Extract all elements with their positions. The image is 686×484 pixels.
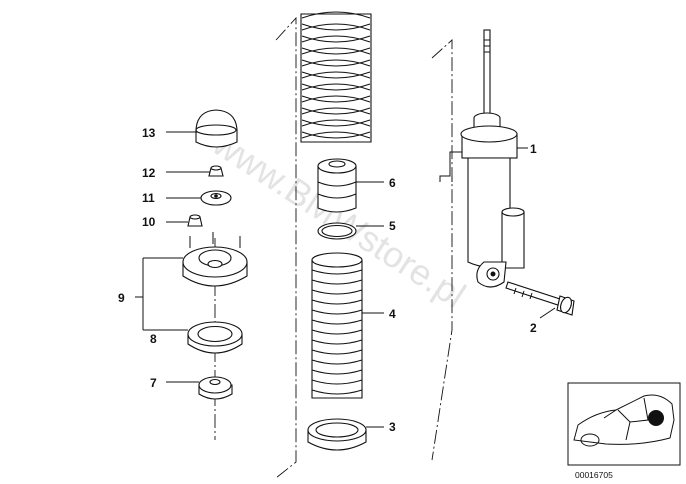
callout-6: 6 [389, 176, 396, 190]
leader-lines [135, 131, 556, 428]
callout-12: 12 [142, 166, 156, 180]
part-4-protective-boot [311, 252, 363, 399]
part-11-washer [200, 190, 232, 206]
callout-9: 9 [118, 291, 125, 305]
part-13-protective-cap [195, 109, 238, 148]
part-6-bump-stop [317, 158, 357, 213]
callout-labels: 13 12 11 10 9 8 7 6 5 4 3 1 2 [118, 126, 537, 434]
part-5-retaining-ring [317, 222, 357, 240]
callout-3: 3 [389, 420, 396, 434]
coil-spring [300, 11, 372, 143]
part-2-bolt [505, 281, 575, 316]
callout-4: 4 [389, 307, 396, 321]
callout-8: 8 [150, 332, 157, 346]
part-10-nut [187, 214, 203, 227]
part-1-shock-absorber [439, 29, 525, 288]
diagram-code: 00016705 [575, 470, 613, 480]
callout-7: 7 [150, 376, 157, 390]
part-9-strut-mount [182, 232, 248, 287]
callout-10: 10 [142, 215, 156, 229]
callout-11: 11 [142, 191, 155, 205]
part-3-spring-pad [307, 418, 367, 451]
callout-13: 13 [142, 126, 156, 140]
callout-5: 5 [389, 219, 396, 233]
part-8-ring [187, 321, 243, 354]
callout-1: 1 [530, 142, 537, 156]
callout-2: 2 [530, 321, 537, 335]
vehicle-locator-thumbnail [567, 382, 681, 466]
part-12-nut [208, 165, 224, 177]
part-7-buffer [198, 376, 233, 400]
